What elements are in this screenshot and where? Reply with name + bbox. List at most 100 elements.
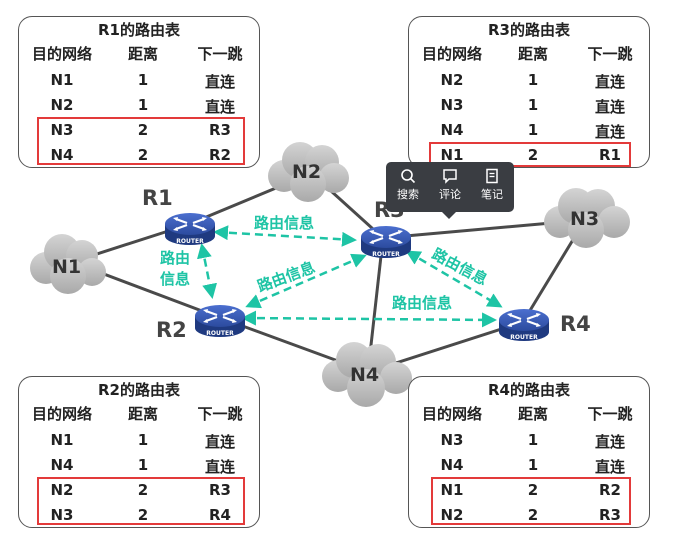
cell-distance: 1 <box>527 121 539 139</box>
cell-dest: N1 <box>440 146 464 164</box>
cell-distance: 1 <box>527 71 539 89</box>
cell-next-hop: R3 <box>209 121 231 139</box>
router-badge: ROUTER <box>206 330 234 337</box>
cell-dest: N2 <box>50 481 74 499</box>
cloud-n1 <box>30 234 106 294</box>
header-distance: 距离 <box>517 405 548 423</box>
cell-distance: 1 <box>527 431 539 449</box>
cell-next-hop: R2 <box>209 146 231 164</box>
cell-next-hop: 直连 <box>594 73 625 91</box>
note-label: 笔记 <box>481 188 503 201</box>
cell-next-hop: 直连 <box>594 458 625 476</box>
header-distance: 距离 <box>127 405 158 423</box>
header-distance: 距离 <box>127 45 158 63</box>
cell-dest: N3 <box>50 506 74 524</box>
cell-next-hop: 直连 <box>594 98 625 116</box>
router-r2-label: R2 <box>156 318 187 342</box>
header-next-hop: 下一跳 <box>197 405 243 423</box>
cell-next-hop: 直连 <box>204 73 235 91</box>
search-button[interactable]: 搜索 <box>388 168 428 202</box>
cell-next-hop: R2 <box>599 481 621 499</box>
cell-distance: 2 <box>137 506 149 524</box>
note-icon <box>486 168 498 184</box>
learned-routes-highlight <box>431 477 631 525</box>
flow-label-r1-r3: 路由信息 <box>254 214 315 232</box>
cell-dest: N2 <box>440 71 464 89</box>
cell-next-hop: R1 <box>599 146 621 164</box>
flow-label-r1-r2-line2: 信息 <box>160 270 191 288</box>
cell-next-hop: 直连 <box>204 433 235 451</box>
router-r4-label: R4 <box>560 312 591 336</box>
cell-distance: 1 <box>137 71 149 89</box>
header-distance: 距离 <box>517 45 548 63</box>
routing-table-r2: R2的路由表 目的网络 距离 下一跳 N1 1 直连 N4 1 直连 N2 2 … <box>18 376 260 528</box>
routing-table-r1: R1的路由表 目的网络 距离 下一跳 N1 1 直连 N2 1 直连 N3 2 … <box>18 16 260 168</box>
header-dest: 目的网络 <box>421 45 482 63</box>
cell-dest: N3 <box>50 121 74 139</box>
flow-r2-r4 <box>241 310 497 328</box>
cell-next-hop: 直连 <box>594 433 625 451</box>
cell-next-hop: 直连 <box>594 123 625 141</box>
table-title: R4的路由表 <box>488 381 570 399</box>
cell-next-hop: 直连 <box>204 458 235 476</box>
router-badge: ROUTER <box>176 238 204 245</box>
network-n2-label: N2 <box>292 161 322 183</box>
comment-icon <box>443 169 457 184</box>
router-r1-label: R1 <box>142 186 173 210</box>
cell-dest: N1 <box>50 71 74 89</box>
cell-dest: N1 <box>440 481 464 499</box>
cell-dest: N2 <box>50 96 74 114</box>
cell-dest: N4 <box>50 456 74 474</box>
network-n1-label: N1 <box>52 256 82 278</box>
table-title: R1的路由表 <box>98 21 180 39</box>
cell-distance: 2 <box>527 506 539 524</box>
routing-table-r3: R3的路由表 目的网络 距离 下一跳 N2 1 直连 N3 1 直连 N4 1 … <box>408 16 650 168</box>
router-r1-icon: ROUTER <box>163 211 217 247</box>
header-next-hop: 下一跳 <box>587 405 633 423</box>
cloud-n3 <box>544 188 630 248</box>
cell-dest: N4 <box>440 456 464 474</box>
cell-distance: 2 <box>527 481 539 499</box>
cell-dest: N3 <box>440 96 464 114</box>
cell-dest: N2 <box>440 506 464 524</box>
header-dest: 目的网络 <box>31 405 92 423</box>
flow-label-r1-r2-line1: 路由 <box>160 249 191 267</box>
search-icon <box>401 169 416 184</box>
learned-routes-highlight <box>37 117 245 165</box>
cell-dest: N1 <box>50 431 74 449</box>
router-badge: ROUTER <box>372 251 400 258</box>
cell-next-hop: 直连 <box>204 98 235 116</box>
learned-routes-highlight <box>37 477 245 525</box>
note-button[interactable]: 笔记 <box>472 168 512 202</box>
learned-routes-highlight <box>429 142 631 167</box>
cell-distance: 2 <box>137 146 149 164</box>
cell-distance: 1 <box>137 96 149 114</box>
flow-r2-r3 <box>245 253 367 309</box>
comment-button[interactable]: 评论 <box>430 168 470 202</box>
route-flows <box>196 225 503 328</box>
header-dest: 目的网络 <box>421 405 482 423</box>
cloud-n4 <box>322 342 412 407</box>
router-r4-icon: ROUTER <box>497 307 551 343</box>
table-title: R3的路由表 <box>488 21 570 39</box>
network-clouds <box>30 142 630 407</box>
cell-next-hop: R3 <box>209 481 231 499</box>
cell-distance: 1 <box>137 431 149 449</box>
cell-dest: N4 <box>50 146 74 164</box>
cell-next-hop: R3 <box>599 506 621 524</box>
cell-dest: N4 <box>440 121 464 139</box>
router-r2-icon: ROUTER <box>193 303 247 339</box>
router-r3-icon: ROUTER <box>359 224 413 260</box>
flow-r3-r4 <box>405 250 503 308</box>
cell-distance: 1 <box>137 456 149 474</box>
flow-label-r2-r4: 路由信息 <box>392 294 453 312</box>
cell-distance: 1 <box>527 456 539 474</box>
selection-toolbar: 搜索 评论 笔记 <box>386 162 514 219</box>
cell-distance: 2 <box>137 481 149 499</box>
header-next-hop: 下一跳 <box>587 45 633 63</box>
flow-r1-r2 <box>196 243 218 299</box>
search-label: 搜索 <box>397 188 419 201</box>
cell-distance: 1 <box>527 96 539 114</box>
